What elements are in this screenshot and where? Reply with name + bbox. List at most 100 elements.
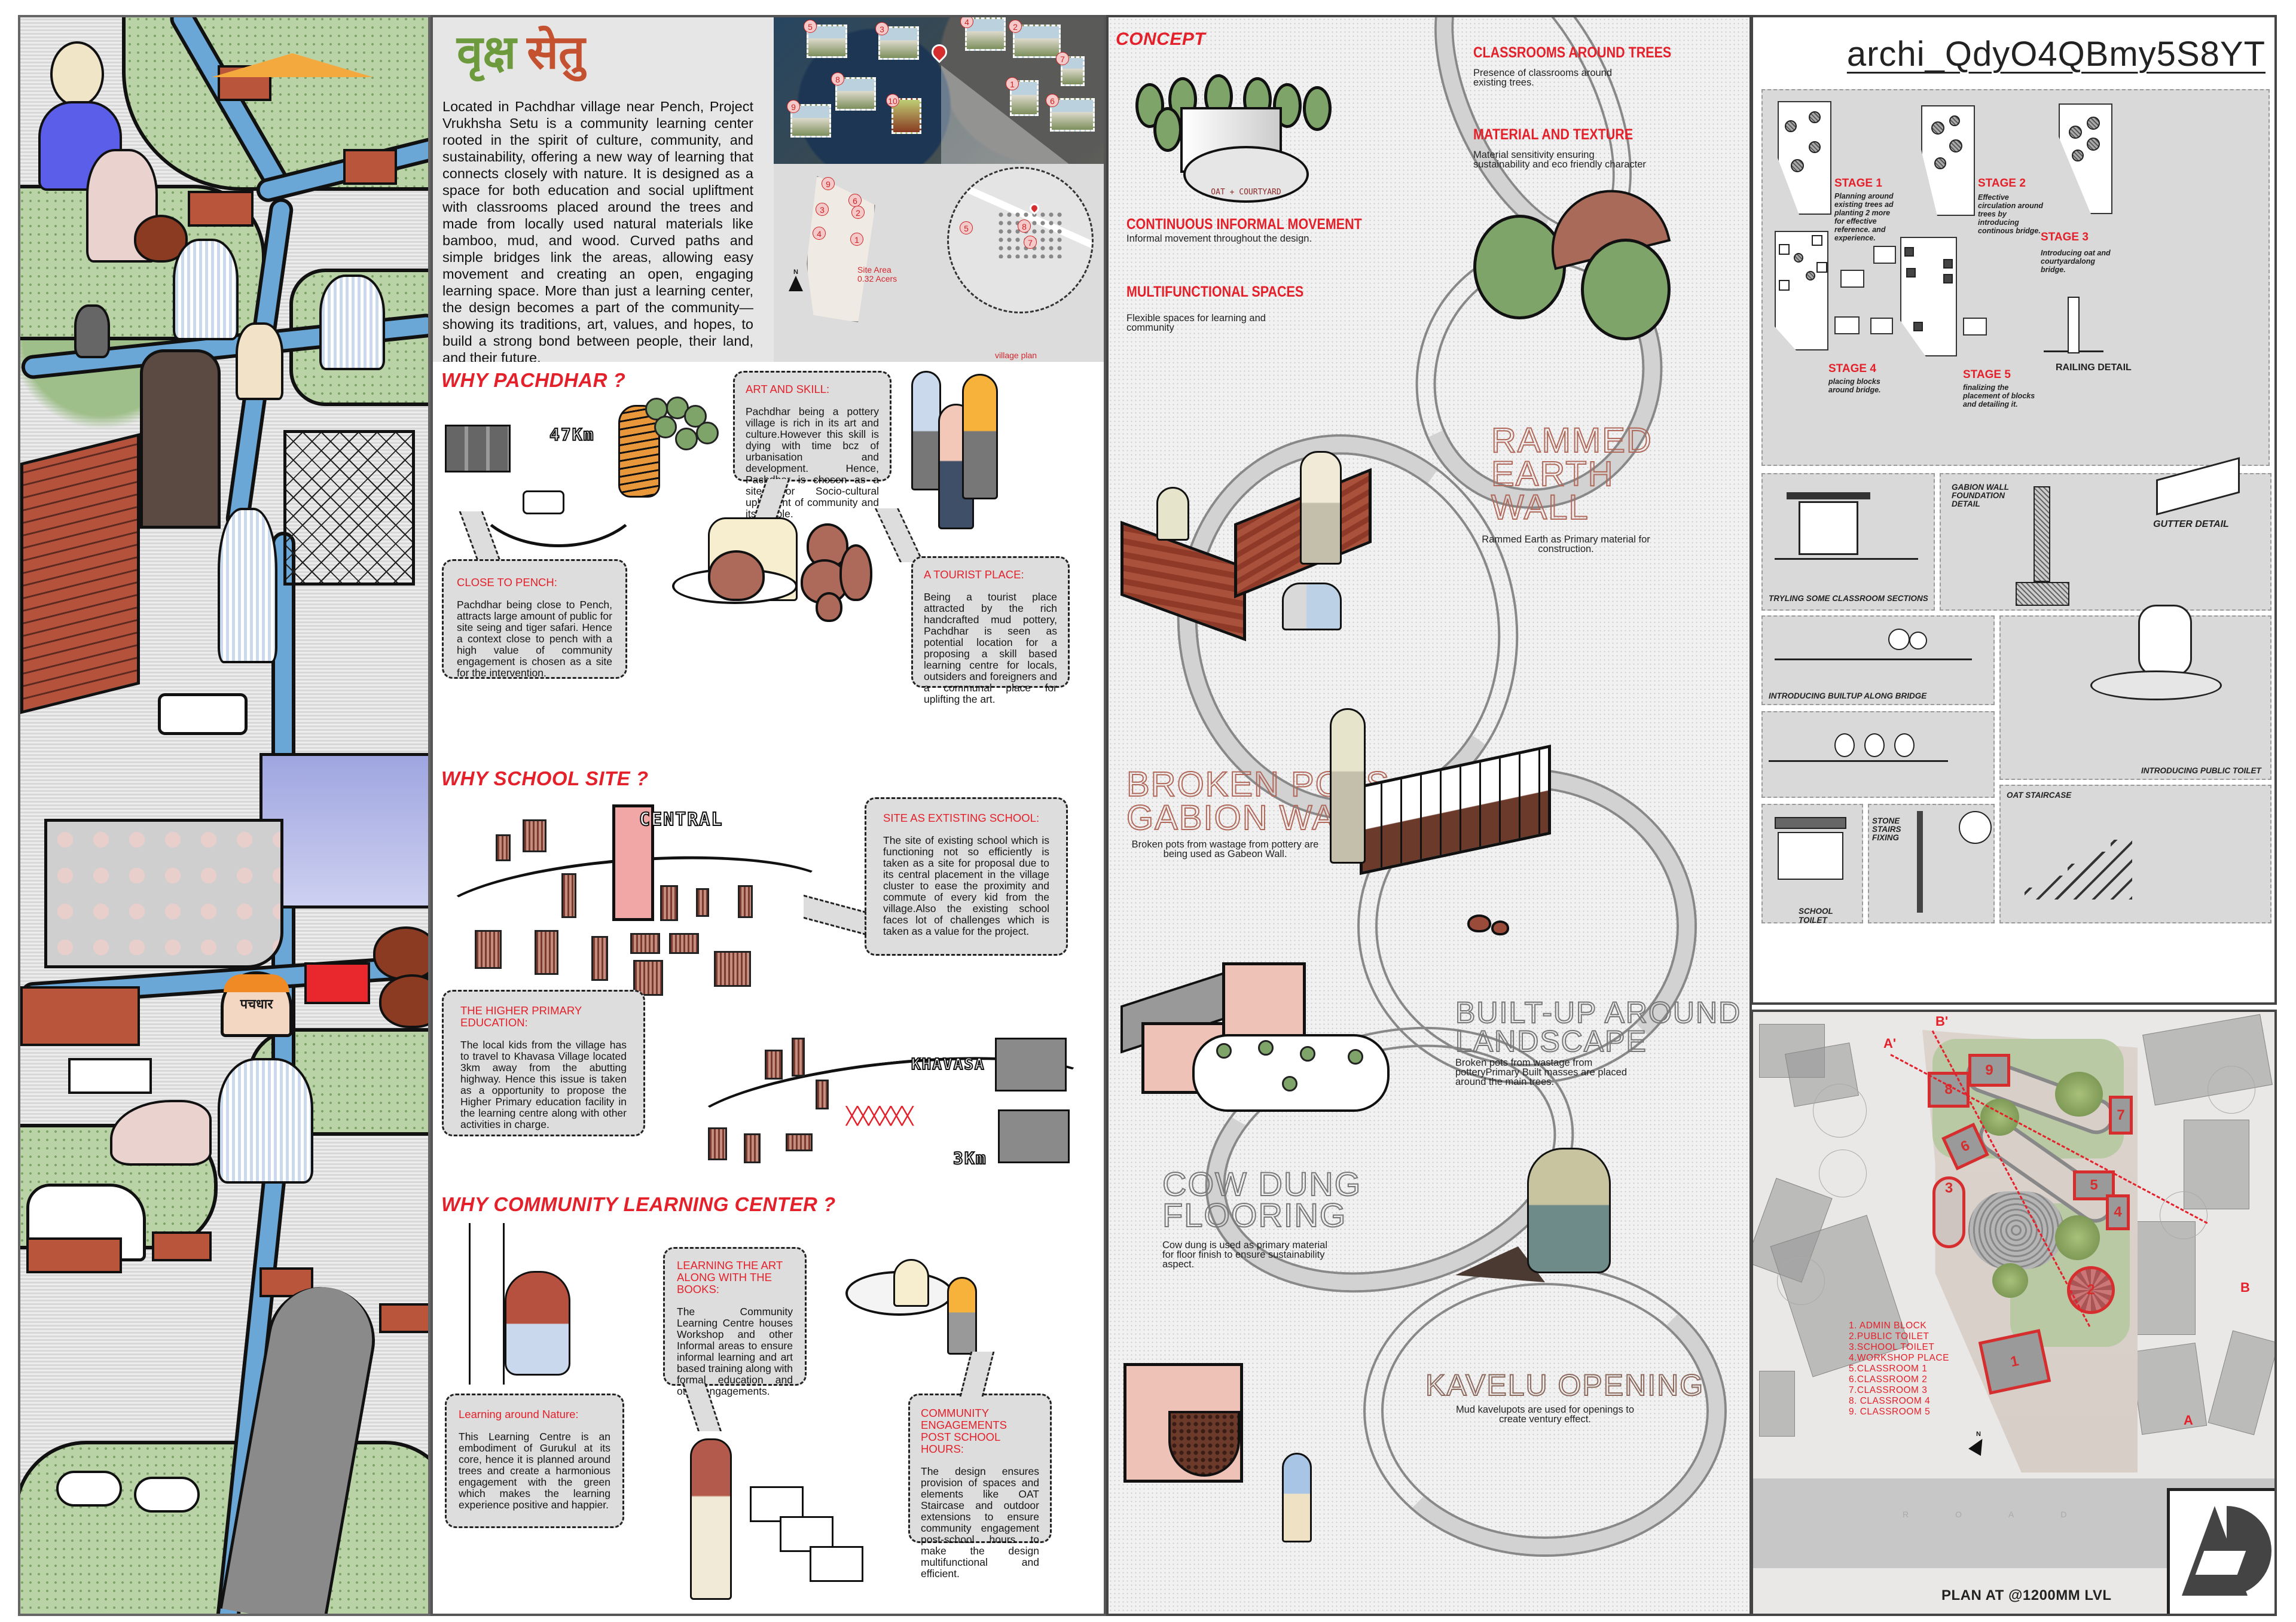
child-standing: [947, 1277, 977, 1355]
north-arrow-icon: N: [1968, 1431, 1989, 1456]
oat-label: OAT + COURTYARD: [1211, 188, 1281, 197]
existing-tree: [1980, 1099, 2019, 1136]
mesh-fence: [283, 430, 415, 586]
village-plan-label: village plan: [995, 350, 1037, 360]
stage-label: STAGE 2: [1978, 177, 2026, 190]
gabion-foundation-label: GABION WALL FOUNDATION DETAIL: [1952, 483, 2009, 508]
girl-pink-cap: [319, 275, 385, 370]
village-house-block: [708, 1127, 727, 1160]
stage-desc: Effective circulation around trees by in…: [1978, 193, 2044, 235]
existing-tree: [2055, 1215, 2100, 1260]
room-3: 3: [1932, 1176, 1965, 1248]
railing-post: [2068, 297, 2080, 353]
context-building: [2136, 1221, 2196, 1335]
bubble-body: The design ensures provision of spaces a…: [921, 1465, 1039, 1580]
elder-sitting: [893, 1259, 929, 1307]
tree-sketch: [1864, 733, 1885, 757]
village-house-block: [561, 873, 576, 918]
landscape-tree: [1348, 1049, 1363, 1065]
photo-marker: 6: [1046, 94, 1059, 107]
potter-teacher: [690, 1438, 732, 1600]
ground-line: [1769, 760, 1948, 762]
photo-marker: 3: [875, 22, 889, 35]
stage-1-sketch: [1778, 101, 1831, 215]
concept-item-title: MULTIFUNCTIONAL SPACES: [1126, 283, 1304, 300]
concept-item-body: Informal movement throughout the design.: [1126, 233, 1312, 244]
stage-2-sketch: [1921, 105, 1975, 216]
village-houses: [997, 211, 1062, 258]
city-buildings: [995, 1038, 1067, 1092]
title-word-vriksh: वृक्ष: [457, 26, 517, 80]
photo-marker: 1: [1006, 77, 1019, 90]
gabion-wall-section: [2034, 486, 2050, 582]
village-house-block: [714, 951, 751, 987]
site-photo: [1013, 25, 1061, 58]
site-area-value: 0.32 Acers: [857, 274, 897, 283]
room-2: 2: [2067, 1266, 2115, 1314]
title-line: RAMMED: [1491, 421, 1653, 460]
why-panel: WHY PACHDHAR ? 47Km CLOSE TO PENCH: Pach…: [430, 362, 1106, 1616]
stage-5-sketch: [1900, 237, 1957, 356]
site-area-title: Site Area: [857, 265, 891, 275]
stage-desc: finalizing the placement of blocks and d…: [1963, 383, 2035, 408]
context-tree: [1813, 1084, 1867, 1138]
concept-tree: [1303, 86, 1332, 131]
cat: [74, 304, 110, 358]
stone-stairs-card: STONE STAIRS FIXING: [1868, 804, 1995, 923]
jeep: [158, 693, 248, 735]
ground-line: [1775, 658, 1972, 660]
context-building: [2130, 1343, 2208, 1435]
village-house: [20, 986, 140, 1046]
clay-pot: [816, 592, 842, 622]
worker-figure: [1300, 451, 1342, 565]
charpai-cot: [68, 1058, 152, 1094]
forest-tree: [696, 422, 719, 444]
village-plan-circle: 5 8 7: [947, 167, 1094, 313]
existing-school-bubble: SITE AS EXTISTING SCHOOL: The site of ex…: [865, 797, 1068, 956]
detail-thumb: [1834, 316, 1860, 334]
village-house-block: [792, 1038, 805, 1077]
site-marker: 2: [851, 206, 865, 219]
intro-description: Located in Pachdhar village near Pench, …: [442, 99, 753, 365]
village-marker: 7: [1024, 236, 1037, 249]
close-to-pench-bubble: CLOSE TO PENCH: Pachdhar being close to …: [442, 559, 627, 679]
toilet-section: [1778, 832, 1843, 880]
stair-wall: [1917, 811, 1923, 913]
central-label: CENTRAL: [639, 809, 723, 831]
worker-kneeling: [1282, 583, 1342, 630]
brick-wall: [20, 433, 140, 714]
learning-art-bubble: LEARNING THE ART ALONG WITH THE BOOKS: T…: [663, 1247, 807, 1397]
classroom-sections-card: TRYLING SOME CLASSROOM SECTIONS: [1761, 473, 1935, 611]
clay-pot: [839, 544, 872, 601]
photo-marker: 2: [1009, 20, 1022, 33]
site-photo: [965, 17, 1006, 51]
tourist-figure: [911, 371, 941, 490]
title-line: LANDSCAPE: [1455, 1025, 1647, 1058]
village-house-block: [630, 933, 660, 954]
grazing-cow: [134, 1477, 200, 1513]
existing-tree: [2055, 1072, 2103, 1117]
concept-title: CONCEPT: [1116, 29, 1206, 49]
detail-thumb: [1873, 246, 1896, 264]
community-engagement-bubble: COMMUNITY ENGAGEMENTS POST SCHOOL HOURS:…: [908, 1394, 1052, 1580]
pottery-table: [750, 1486, 804, 1522]
photo-marker: 8: [831, 72, 844, 86]
design-process-panel: archi_QdyO4QBmy5S8YT STAGE 1 Planning ar…: [1751, 15, 2277, 1005]
village-house-block: [696, 888, 709, 917]
central-school-building: [612, 804, 654, 921]
north-label: N: [1976, 1431, 1981, 1438]
context-tree: [2208, 1066, 2255, 1114]
legend-item: 5.CLASSROOM 1: [1849, 1364, 1928, 1374]
village-house-block: [475, 930, 502, 969]
oat-staircase-label: OAT STAIRCASE: [2007, 791, 2072, 800]
north-label: N: [793, 269, 798, 276]
village-house: [343, 149, 397, 185]
tourist-figure: [962, 374, 998, 499]
learning-nature-bubble: Learning around Nature: This Learning Ce…: [445, 1394, 624, 1528]
photo-marker: 5: [804, 20, 817, 33]
stage-label: STAGE 4: [1828, 362, 1876, 375]
bubble-body: Being a tourist place attracted by the r…: [924, 591, 1057, 705]
kavelu-pots-fill: [1168, 1411, 1240, 1477]
village-house-block: [591, 936, 608, 981]
